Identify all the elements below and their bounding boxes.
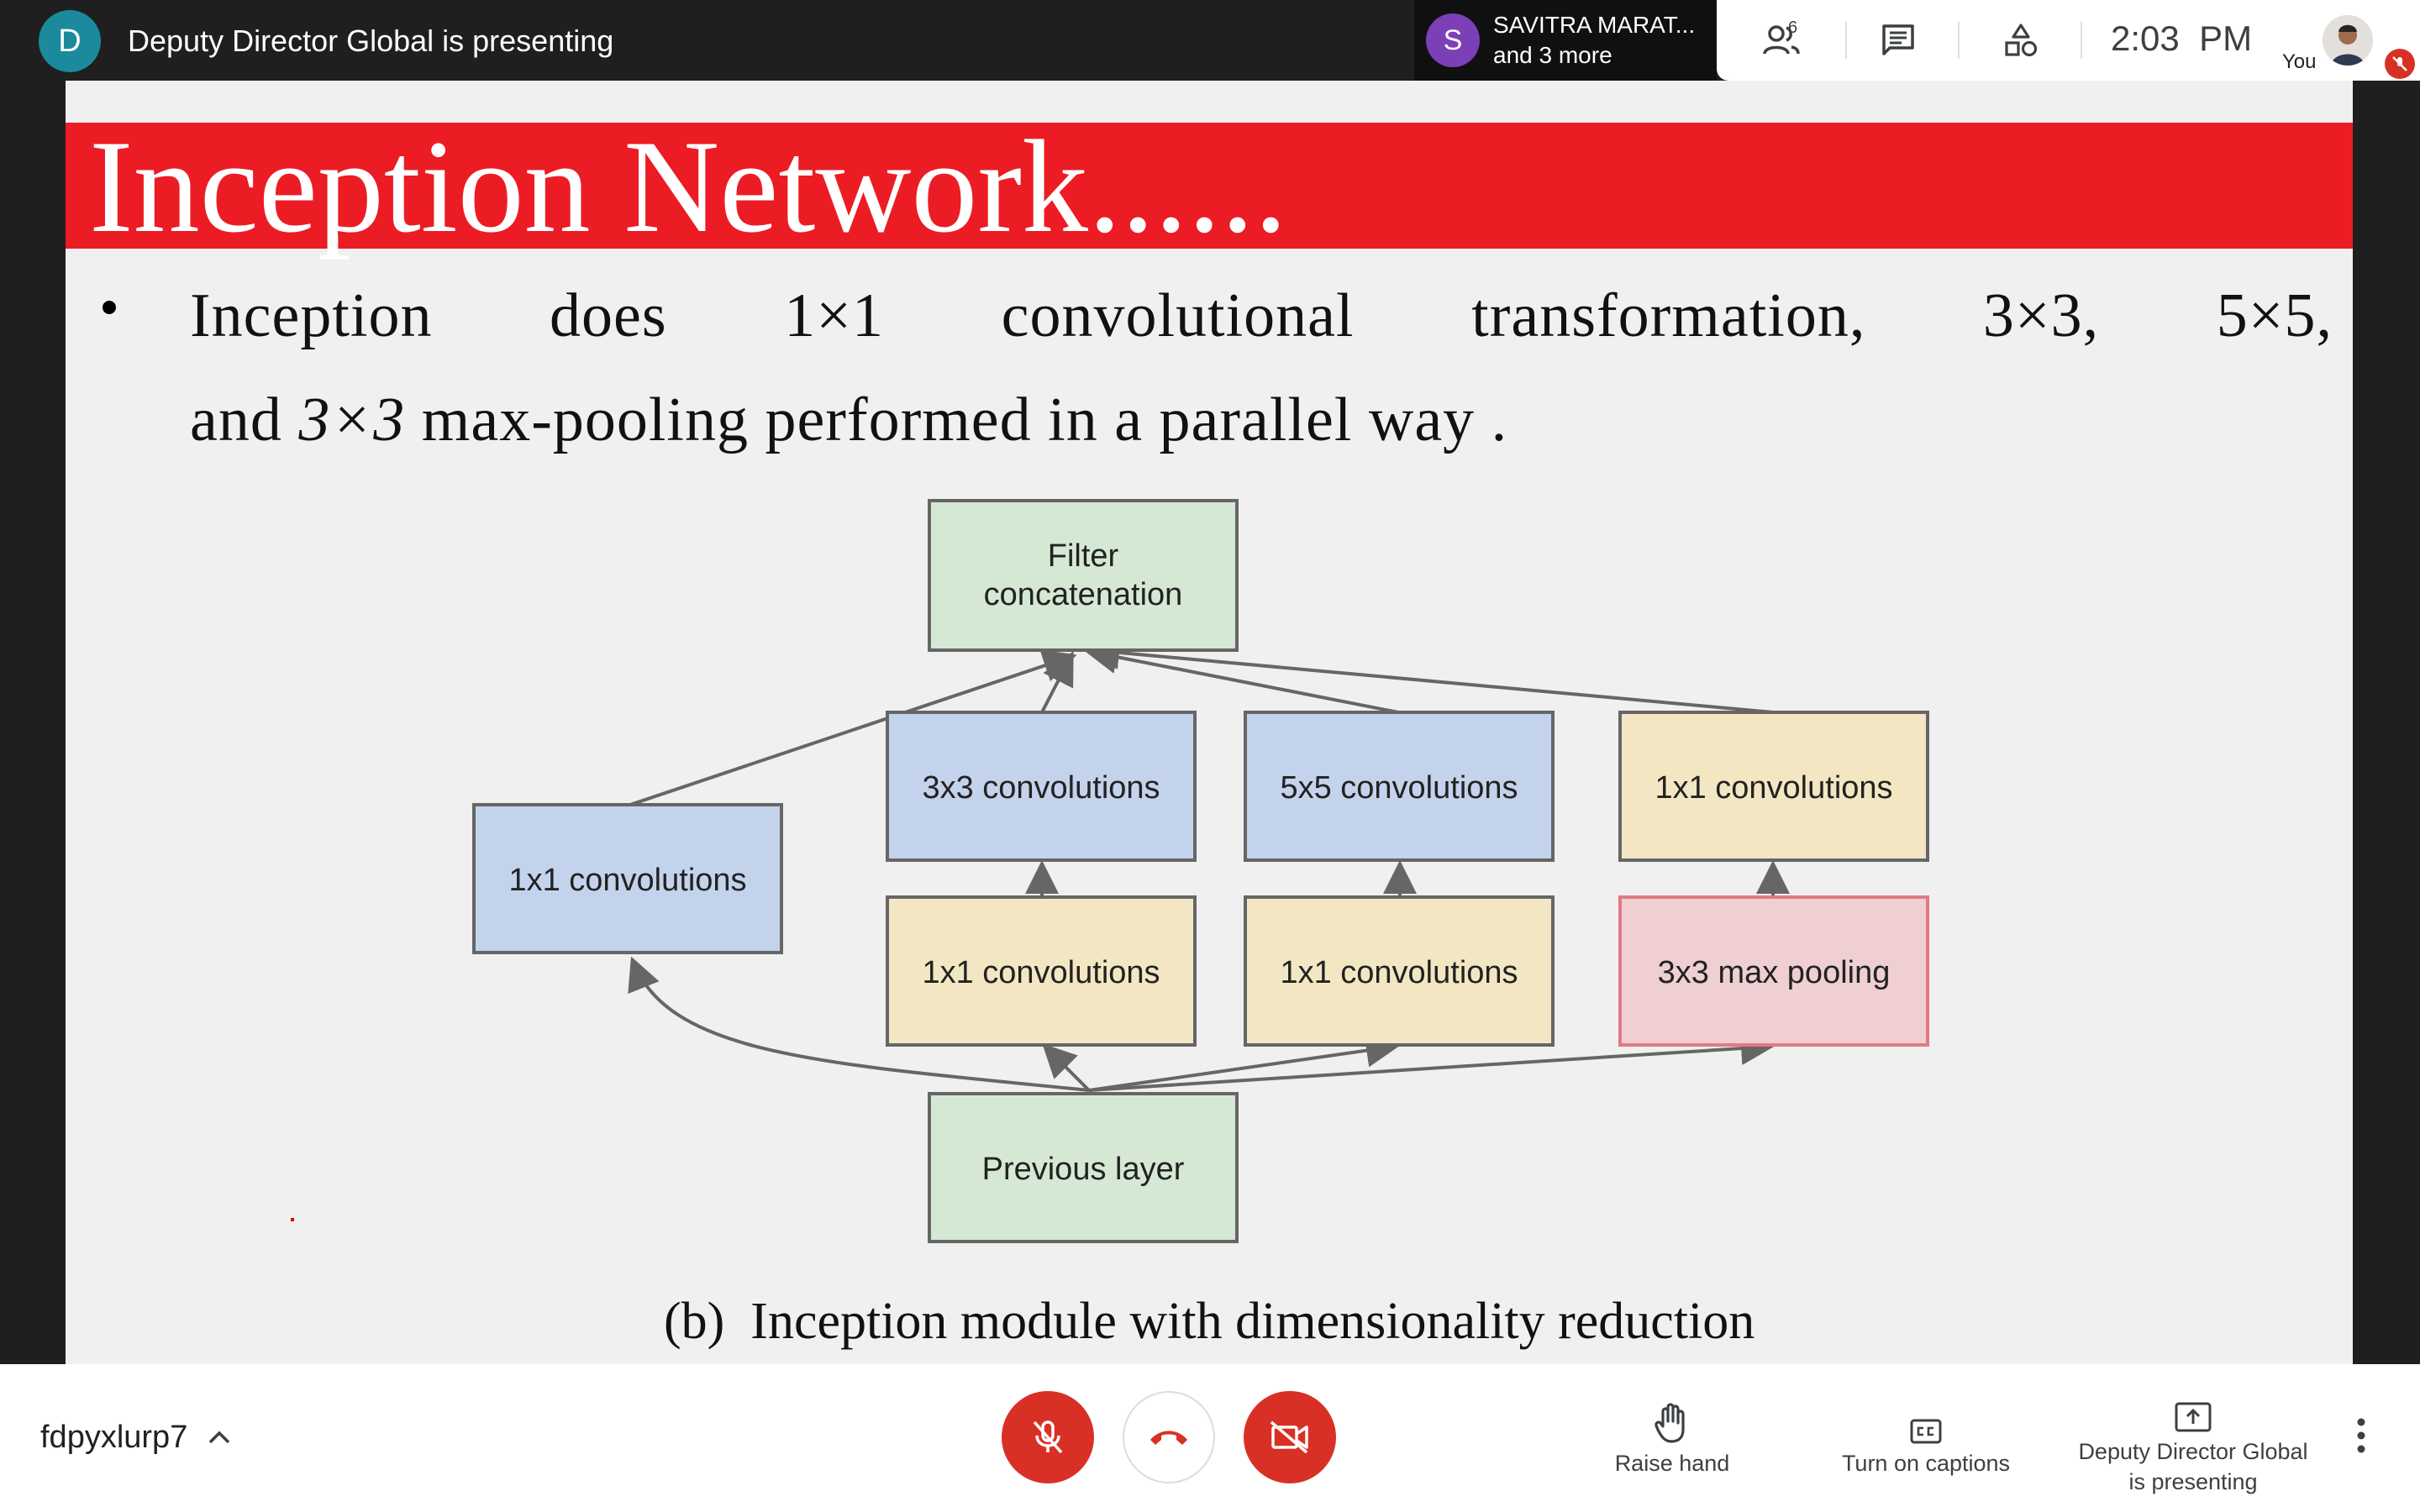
reduce-3x3-label: 1x1 convolutions (922, 955, 1160, 990)
people-button[interactable] (1746, 0, 1822, 81)
clock: 2:03 PM (2111, 18, 2253, 58)
right-1x1-conv-box: 1x1 convolutions (1618, 711, 1929, 862)
laser-pointer-dot (291, 1218, 294, 1221)
present-icon (2175, 1402, 2212, 1432)
conv-5x5-label: 5x5 convolutions (1280, 770, 1518, 806)
presenting-label-line2: is presenting (2128, 1469, 2258, 1494)
bottom-bar: fdpyxlurp7 Raise hand (0, 1364, 2420, 1512)
chat-icon (1882, 24, 1914, 55)
bullet-text-line2: and 3×3 max-pooling performed in a paral… (190, 386, 1508, 454)
raise-hand-label: Raise hand (1614, 1451, 1730, 1476)
presenter-title: Deputy Director Global is presenting (128, 24, 614, 58)
activities-icon (2005, 24, 2038, 57)
participant-name: SAVITRA MARAT... (1493, 12, 1696, 38)
left-1x1-conv-label: 1x1 convolutions (508, 863, 746, 898)
mic-off-icon (1033, 1420, 1063, 1454)
toolbar-divider (2081, 22, 2082, 59)
conv-3x3-box: 3x3 convolutions (886, 711, 1197, 862)
captions-label: Turn on captions (1841, 1451, 2011, 1476)
camera-toggle-button[interactable] (1244, 1391, 1336, 1483)
presentation-slide: Inception Network...... Inception does 1… (66, 81, 2353, 1364)
self-avatar (2323, 15, 2373, 66)
participant-tile[interactable]: S SAVITRA MARAT... and 3 more (1414, 0, 1717, 81)
more-options-button[interactable] (2354, 1416, 2368, 1459)
chevron-up-icon (208, 1431, 230, 1444)
bullet-text-line1: Inception does 1×1 convolutional transfo… (190, 281, 2333, 350)
camera-off-icon (1270, 1420, 1308, 1454)
toolbar-divider (1958, 22, 1960, 59)
top-toolbar (1717, 0, 2275, 81)
bullet-dot (103, 301, 116, 314)
figure-caption: (b) Inception module with dimensionality… (664, 1293, 1755, 1350)
filter-concatenation-label-line2: concatenation (984, 577, 1183, 612)
reduce-5x5-label: 1x1 convolutions (1280, 955, 1518, 990)
slide-title: Inception Network...... (89, 113, 1288, 260)
mic-muted-badge-icon (2385, 49, 2415, 79)
captions-icon (1910, 1419, 1942, 1444)
conv-5x5-box: 5x5 convolutions (1244, 711, 1555, 862)
previous-layer-box: Previous layer (928, 1092, 1239, 1243)
participant-avatar: S (1426, 13, 1480, 67)
reduce-5x5-box: 1x1 convolutions (1244, 895, 1555, 1047)
toolbar-divider (1845, 22, 1847, 59)
mic-toggle-button[interactable] (1002, 1391, 1094, 1483)
meeting-details-toggle[interactable] (205, 1423, 234, 1456)
right-1x1-conv-label: 1x1 convolutions (1655, 770, 1892, 806)
inception-diagram: Filter concatenation 1x1 convolutions 3x… (472, 499, 1929, 1243)
participant-more: and 3 more (1493, 42, 1612, 68)
reduce-3x3-box: 1x1 convolutions (886, 895, 1197, 1047)
filter-concatenation-box: Filter concatenation (928, 499, 1239, 652)
slide-title-band: Inception Network...... (66, 116, 2353, 259)
chat-button[interactable] (1860, 0, 1936, 81)
you-label: You (2282, 50, 2317, 73)
presenting-label-line1: Deputy Director Global (2078, 1439, 2308, 1464)
leave-call-button[interactable] (1123, 1391, 1215, 1483)
previous-layer-label: Previous layer (982, 1152, 1185, 1187)
left-1x1-conv-box: 1x1 convolutions (472, 803, 783, 954)
present-status-button[interactable]: Deputy Director Global is presenting (2060, 1386, 2326, 1497)
meeting-code: fdpyxlurp7 (40, 1420, 188, 1455)
people-icon (1763, 25, 1800, 55)
captions-button[interactable]: Turn on captions (1833, 1398, 2018, 1478)
hang-up-icon (1150, 1431, 1187, 1445)
top-bar: D Deputy Director Global is presenting S… (0, 0, 2420, 81)
activities-button[interactable] (1983, 0, 2059, 81)
people-count: 6 (1788, 18, 1798, 37)
max-pooling-box: 3x3 max pooling (1618, 895, 1929, 1047)
raise-hand-button[interactable]: Raise hand (1597, 1398, 1748, 1478)
filter-concatenation-label-line1: Filter (1048, 538, 1119, 574)
presenter-avatar: D (39, 10, 101, 72)
hand-icon (1655, 1403, 1685, 1443)
more-vert-icon (2357, 1418, 2365, 1453)
conv-3x3-label: 3x3 convolutions (922, 770, 1160, 806)
max-pooling-label: 3x3 max pooling (1658, 955, 1891, 990)
